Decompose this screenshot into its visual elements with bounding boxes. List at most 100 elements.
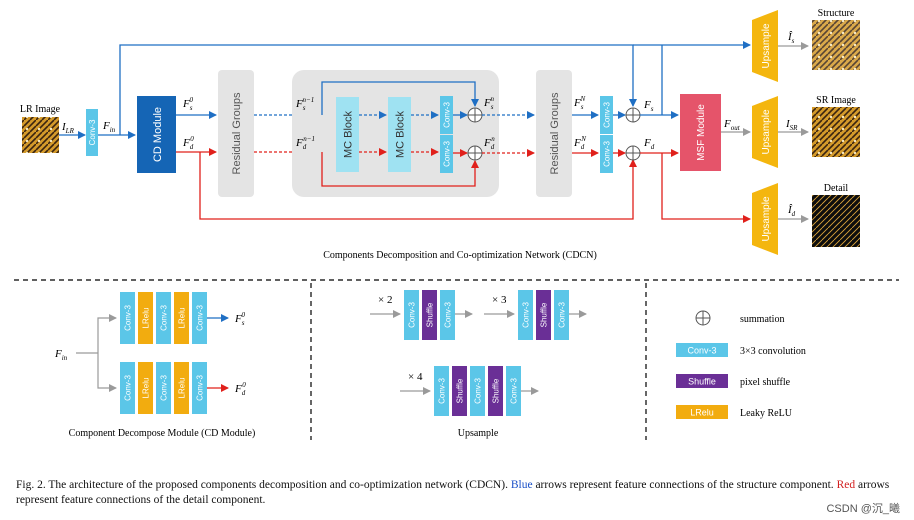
fdN-label: FdN [573,135,586,151]
structure-label: Structure [818,8,855,19]
i-lr-label: ILR [61,121,75,135]
upsample-x2-label: × 2 [378,294,392,306]
inner-skip-blue [321,81,479,115]
upsample-detail-block [752,183,778,255]
cd-panel-fs0-label: Fs0 [234,311,245,327]
fs0-label: Fs0 [182,96,193,112]
x3-shuffle-label: Shuffle [540,302,549,327]
upsample-panel-title: Upsample [458,428,499,439]
x3-conv3-1-label: Conv-3 [522,302,531,328]
caption-blue-word: Blue [510,479,533,491]
inner-conv3-detail [440,135,453,173]
cd-panel-fd0-label: Fd0 [234,381,246,397]
cd-top-lrelu-1-label: LRelu [142,308,151,329]
outer-conv3-structure-label: Conv-3 [603,102,612,128]
x3-shuffle [536,290,551,340]
cd-panel-bottom-row: Conv-3 LRelu Conv-3 LRelu Conv-3 [120,362,207,414]
fsn1-label: Fsn−1 [295,96,314,112]
cd-panel-f-in-label: Fin [54,348,68,362]
isr-label: ISR [785,118,798,132]
cd-top-lrelu-2-label: LRelu [178,308,187,329]
inner-conv3-detail-label: Conv-3 [443,141,452,167]
cd-bottom-lrelu-1-label: LRelu [142,378,151,399]
legend-summation-icon [695,310,711,326]
cd-bottom-conv3-2 [156,362,171,414]
network-title: Components Decomposition and Co-optimiza… [323,250,597,261]
x2-conv3-1-label: Conv-3 [408,302,417,328]
input-conv3-label: Conv-3 [88,119,97,145]
upsample-x2-row: Conv-3 Shuffle Conv-3 [404,290,455,340]
structure-output-image [812,20,860,70]
fd-label: Fd [643,137,655,151]
cd-top-conv3-3 [192,292,207,344]
lr-image-label: LR Image [20,104,61,115]
inner-conv3-structure-label: Conv-3 [443,102,452,128]
id-hat-label: Îd [787,204,796,218]
cd-bottom-conv3-1 [120,362,135,414]
fd-to-detail-upsample [661,153,751,223]
x4-shuffle-1 [452,366,467,416]
upsample-x4-row: Conv-3 Shuffle Conv-3 Shuffle Conv-3 [434,366,521,416]
cd-bottom-conv3-1-label: Conv-3 [124,375,133,401]
cd-bottom-conv3-3 [192,362,207,414]
residual-groups-2-label: Residual Groups [549,92,561,174]
cd-bottom-lrelu-2-label: LRelu [178,378,187,399]
x4-conv3-2-label: Conv-3 [474,378,483,404]
cd-top-lrelu-2 [174,292,189,344]
cd-bottom-conv3-2-label: Conv-3 [160,375,169,401]
upsample-x3-label: × 3 [492,294,507,306]
caption-mid: arrows represent feature connections of … [532,479,837,491]
sr-output-image [812,107,860,157]
upsample-structure-label: Upsample [761,23,772,68]
x4-conv3-1-label: Conv-3 [438,378,447,404]
fsn-label: Fsn [483,95,494,111]
input-conv3-block [86,109,98,156]
lr-image-thumbnail [22,117,59,153]
legend-lrelu-swatch [676,405,728,419]
x3-conv3-2 [554,290,569,340]
cd-top-conv3-3-label: Conv-3 [196,305,205,331]
cd-bottom-conv3-3-label: Conv-3 [196,375,205,401]
inner-skip-red [321,152,479,187]
legend-conv-desc: 3×3 convolution [740,346,806,357]
caption-suffix: arrows represent feature connections of … [16,479,890,506]
upsample-x4-label: × 4 [408,371,423,383]
inner-sum-structure-icon [467,107,483,123]
x4-conv3-3-label: Conv-3 [510,378,519,404]
fdn1-label: Fdn−1 [295,135,315,151]
fsN-label: FsN [573,95,585,111]
f-in-label: Fin [102,120,116,134]
outer-sum-structure-icon [625,107,641,123]
x2-shuffle [422,290,437,340]
upsample-x3-row: Conv-3 Shuffle Conv-3 [518,290,569,340]
sr-image-label: SR Image [816,95,856,106]
x2-conv3-1 [404,290,419,340]
legend-conv-swatch [676,343,728,357]
legend-summation-label: summation [740,314,784,325]
mc-block-2-label: MC Block [395,110,407,158]
detail-output-image [812,195,860,247]
cd-top-lrelu-1 [138,292,153,344]
residual-groups-1 [218,70,254,197]
cd-top-conv3-1 [120,292,135,344]
legend-shuffle-desc: pixel shuffle [740,377,791,388]
x2-conv3-2 [440,290,455,340]
mc-block-2 [388,97,411,172]
x4-conv3-3 [506,366,521,416]
figure-caption: Fig. 2. The architecture of the proposed… [16,478,896,508]
fd0-label: Fd0 [182,135,194,151]
upsample-detail-label: Upsample [761,196,772,241]
cd-module-block [137,96,176,173]
x3-conv3-2-label: Conv-3 [558,302,567,328]
outer-conv3-detail-label: Conv-3 [603,141,612,167]
fs-label: Fs [643,99,654,113]
legend-conv-tag: Conv-3 [687,346,716,356]
upsample-sr-label: Upsample [761,109,772,154]
legend-shuffle-tag: Shuffle [688,377,716,387]
legend-shuffle-swatch [676,374,728,388]
cd-panel-top-row: Conv-3 LRelu Conv-3 LRelu Conv-3 [120,292,207,344]
cd-top-conv3-1-label: Conv-3 [124,305,133,331]
inner-conv3-structure [440,96,453,134]
residual-groups-2 [536,70,572,197]
